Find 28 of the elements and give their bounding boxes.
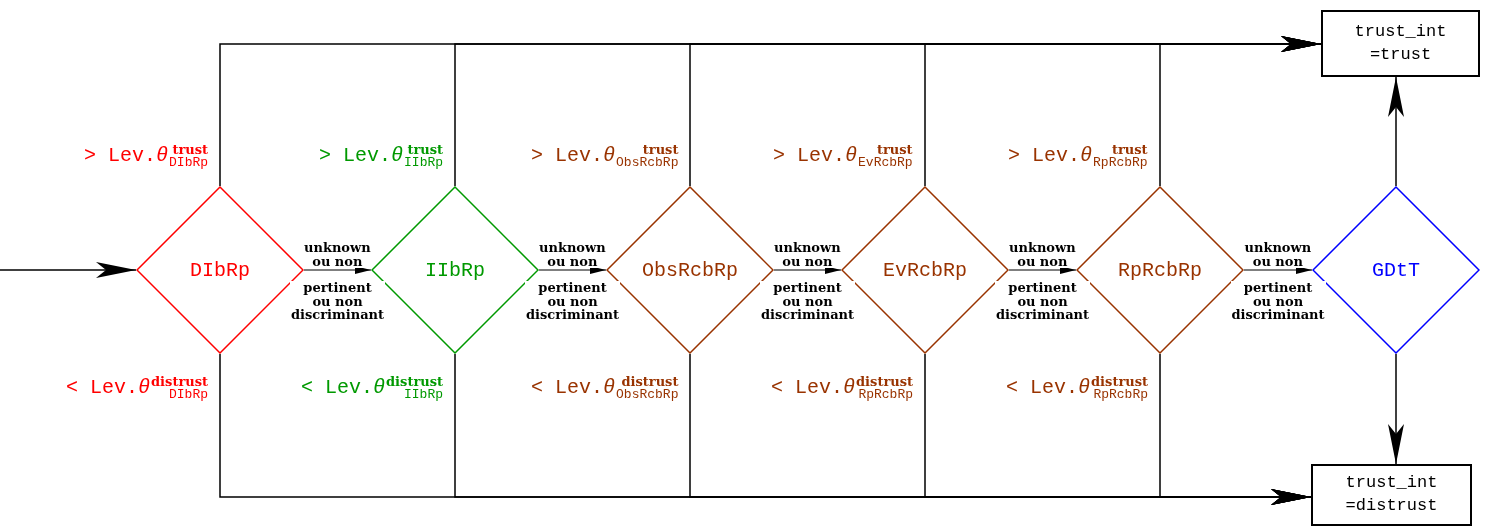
node-label: trust_int =distrust [1344, 472, 1439, 517]
arrow [773, 266, 842, 274]
node-label: RpRcbRp [1118, 258, 1202, 282]
result-box [1321, 10, 1480, 77]
node-label: IIbRp [425, 258, 485, 282]
arrow [1243, 266, 1313, 274]
edge-label: unknown ou non [1008, 241, 1077, 269]
node-label: trust_int =trust [1353, 20, 1448, 66]
node-label: DIbRp [190, 258, 250, 282]
arrow [1008, 266, 1077, 274]
edge-label: pertinent ou non discriminant [525, 281, 621, 322]
arrow [1388, 353, 1404, 465]
edge-label: pertinent ou non discriminant [1230, 281, 1326, 322]
arrow [0, 262, 137, 278]
edge-label: unknown ou non [773, 241, 842, 269]
edge-label: unknown ou non [1243, 241, 1313, 269]
edge-label: unknown ou non [538, 241, 607, 269]
edge-label: pertinent ou non discriminant [290, 281, 386, 322]
result-box [1311, 464, 1472, 526]
node-label: EvRcbRp [883, 258, 967, 282]
node-label: GDtT [1372, 258, 1420, 282]
arrow [538, 266, 607, 274]
edge-label: pertinent ou non discriminant [760, 281, 856, 322]
edge-label: unknown ou non [303, 241, 372, 269]
edge-label: pertinent ou non discriminant [995, 281, 1091, 322]
node-label: ObsRcbRp [642, 258, 738, 282]
arrow [1388, 76, 1404, 187]
arrow [303, 266, 372, 274]
